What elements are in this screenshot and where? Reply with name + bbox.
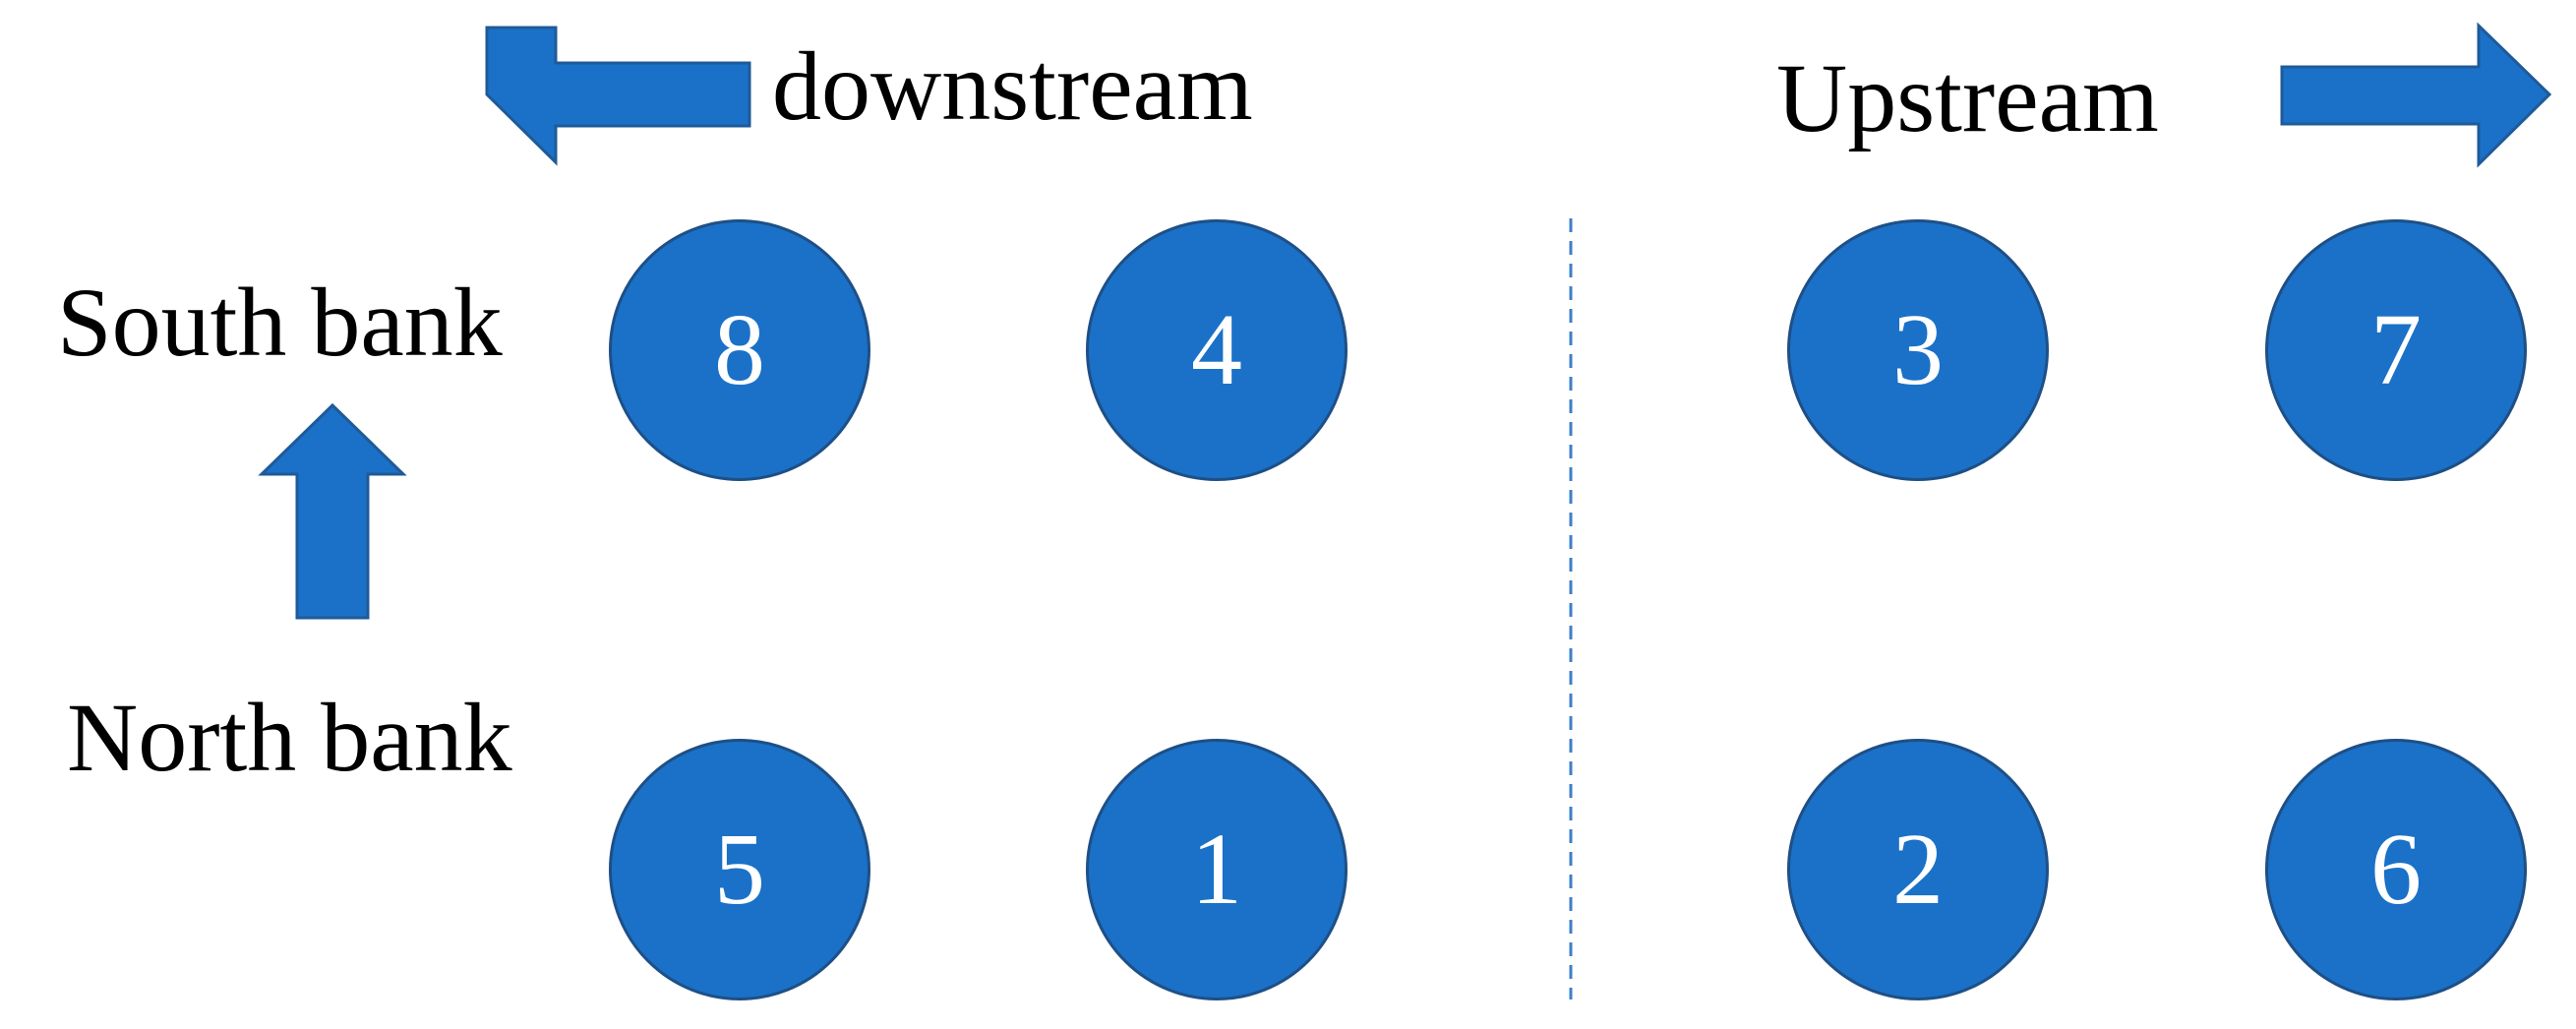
upstream-arrow-icon bbox=[2280, 22, 2552, 168]
upstream-label: Upstream bbox=[1776, 43, 2159, 152]
downstream-arrow-icon bbox=[485, 26, 751, 166]
node-number: 1 bbox=[1191, 813, 1242, 926]
north-bank-node: 5 bbox=[609, 739, 870, 1000]
south-bank-arrow-icon bbox=[258, 402, 407, 620]
downstream-label: downstream bbox=[772, 31, 1253, 141]
south-bank-node: 8 bbox=[609, 219, 870, 481]
south-bank-node: 3 bbox=[1787, 219, 2049, 481]
node-number: 2 bbox=[1892, 813, 1944, 926]
node-number: 5 bbox=[714, 813, 765, 926]
north-bank-node: 1 bbox=[1086, 739, 1348, 1000]
node-number: 7 bbox=[2370, 293, 2422, 406]
south-bank-label: South bank bbox=[57, 268, 503, 377]
south-bank-node: 4 bbox=[1086, 219, 1348, 481]
node-number: 8 bbox=[714, 293, 765, 406]
node-number: 4 bbox=[1191, 293, 1242, 406]
north-bank-node: 6 bbox=[2265, 739, 2527, 1000]
node-number: 3 bbox=[1892, 293, 1944, 406]
north-bank-node: 2 bbox=[1787, 739, 2049, 1000]
node-number: 6 bbox=[2370, 813, 2422, 926]
north-bank-label: North bank bbox=[67, 683, 512, 792]
south-bank-node: 7 bbox=[2265, 219, 2527, 481]
